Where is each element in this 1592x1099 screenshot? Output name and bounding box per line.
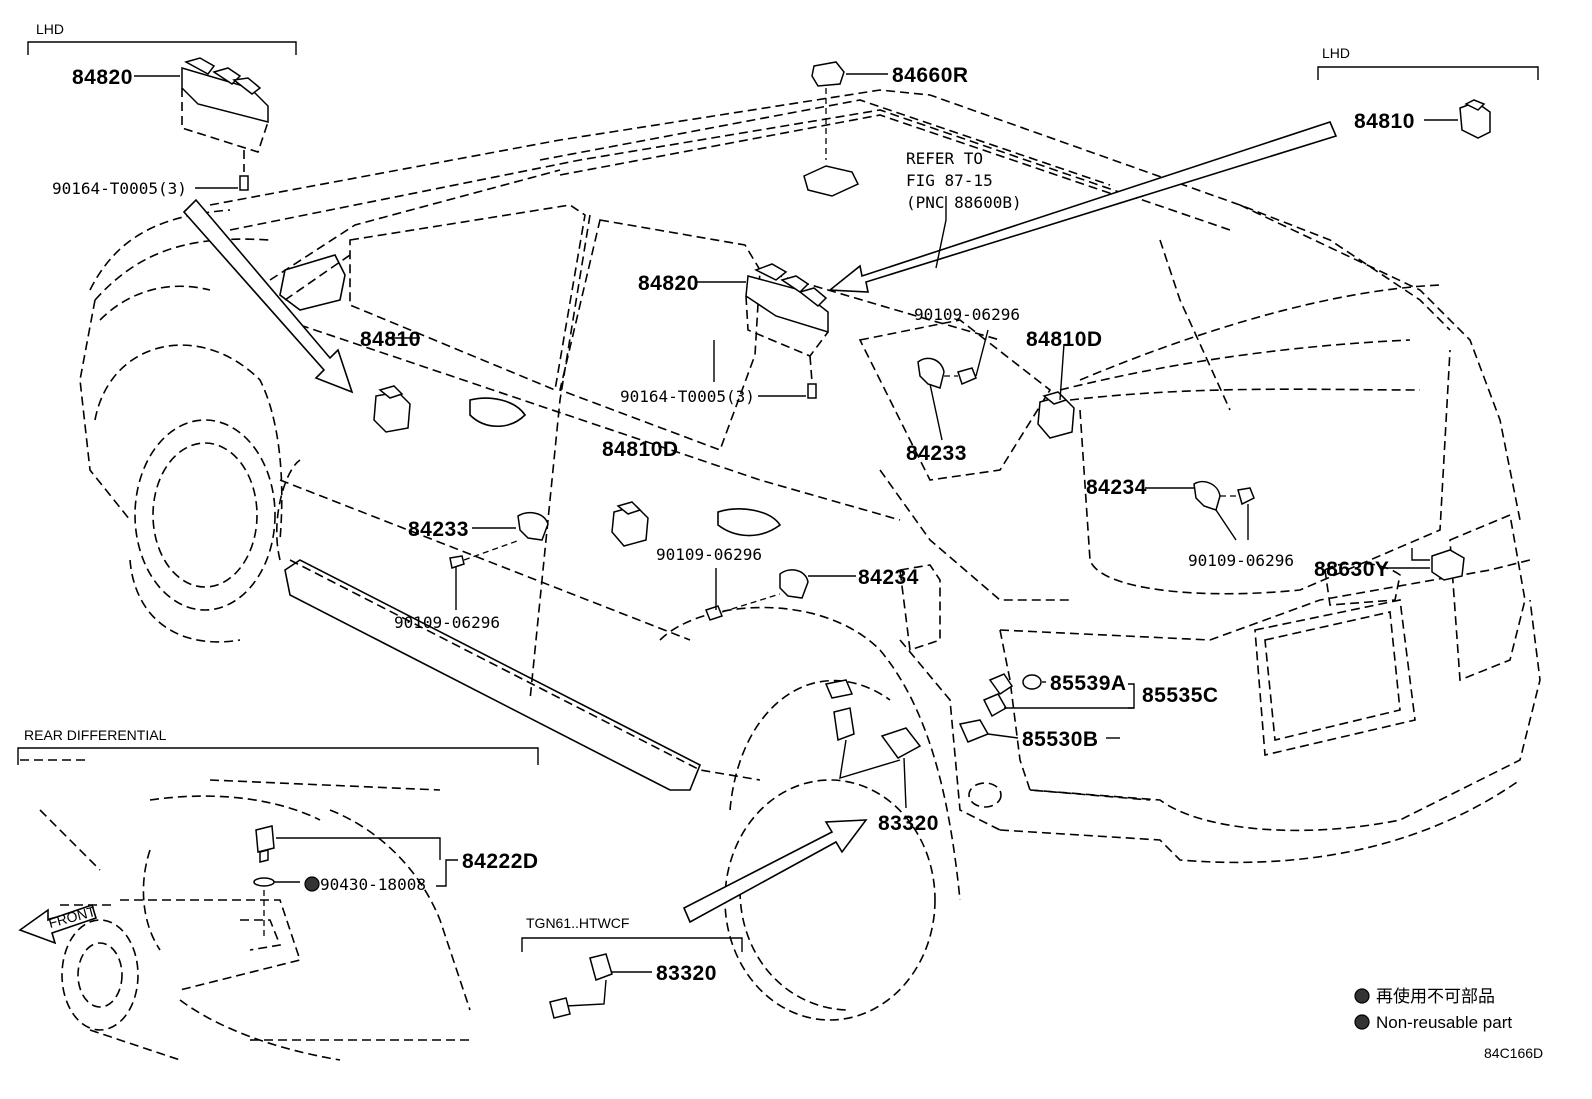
arrow-to-84810-left [182, 198, 354, 394]
label-88630y[interactable]: 88630Y [1314, 558, 1389, 581]
switch-84222d-icon[interactable] [253, 825, 275, 940]
vehicle-body [79, 89, 1541, 1021]
pointer-arrows [182, 121, 1338, 924]
legend-bullet-icon [1354, 988, 1370, 1004]
arrow-to-84820-mid [827, 121, 1338, 293]
arrow-to-83320 [682, 819, 868, 924]
sensor-88630y-icon[interactable] [1411, 548, 1465, 581]
label-84810-right[interactable]: 84810 [1354, 110, 1415, 133]
switch-84810d-right-icon[interactable] [1037, 391, 1075, 439]
label-84234-mid[interactable]: 84234 [858, 566, 919, 589]
part-labels: 84820 90164-T0005(3) 84660R 84810 REFER … [52, 64, 1415, 985]
label-85535c[interactable]: 85535C [1142, 684, 1219, 707]
master-switch-mid-icon[interactable] [745, 263, 829, 399]
sensor-84233-left-icon[interactable] [449, 511, 549, 569]
legend-en: Non-reusable part [1376, 1013, 1512, 1032]
label-90109-left[interactable]: 90109-06296 [394, 613, 500, 632]
master-switch-icon[interactable] [181, 57, 269, 191]
label-90164-top[interactable]: 90164-T0005(3) [52, 179, 187, 198]
label-84820-mid[interactable]: 84820 [638, 272, 699, 295]
switch-84810d-mid-icon[interactable] [611, 501, 649, 547]
label-84810d-right[interactable]: 84810D [1026, 328, 1103, 351]
label-84810-left[interactable]: 84810 [360, 328, 421, 351]
label-90109-a[interactable]: 90109-06296 [914, 305, 1020, 324]
refer-line-2: FIG 87-15 [906, 171, 993, 190]
label-84810d-mid[interactable]: 84810D [602, 438, 679, 461]
label-90164-mid[interactable]: 90164-T0005(3) [620, 387, 755, 406]
sensor-83320-tgn-icon[interactable] [549, 953, 613, 1019]
switch-84810-left-icon[interactable] [373, 385, 411, 433]
legend: 再使用不可部品 Non-reusable part 84C166D [1354, 986, 1543, 1061]
label-90109-right[interactable]: 90109-06296 [1188, 551, 1294, 570]
section-brackets: LHD LHD REAR DIFFERENTIAL TGN61..HTWCF [17, 21, 1539, 952]
label-84820-top[interactable]: 84820 [72, 66, 133, 89]
label-85530b[interactable]: 85530B [1022, 728, 1099, 751]
lhd-right-header: LHD [1322, 45, 1350, 61]
label-84660r[interactable]: 84660R [892, 64, 969, 87]
label-84233-right[interactable]: 84233 [906, 442, 967, 465]
label-83320-tgn[interactable]: 83320 [656, 962, 717, 985]
diagram-code: 84C166D [1484, 1045, 1543, 1061]
sensor-84234-mid-icon[interactable] [705, 569, 809, 621]
rear-differential-header: REAR DIFFERENTIAL [24, 727, 167, 743]
sensor-84233-right-icon[interactable] [917, 357, 977, 389]
label-84222d[interactable]: 84222D [462, 850, 539, 873]
refer-line-3: (PNC 88600B) [906, 193, 1022, 212]
switch-84810-right-icon[interactable] [1459, 99, 1491, 139]
label-84234-right[interactable]: 84234 [1086, 476, 1147, 499]
switch-85539a-icon[interactable] [982, 673, 1042, 718]
legend-bullet-icon [1354, 1014, 1370, 1030]
tgn61-header: TGN61..HTWCF [526, 915, 629, 931]
label-83320-main[interactable]: 83320 [878, 812, 939, 835]
switch-84660r-icon[interactable] [803, 61, 860, 197]
refer-line-1: REFER TO [906, 149, 983, 168]
sensor-83320-main-icon[interactable] [824, 679, 922, 779]
leader-lines [134, 73, 1458, 973]
non-reusable-marker-icon [304, 876, 320, 892]
rear-differential-inset: FRONT [18, 759, 471, 1061]
label-84233-left[interactable]: 84233 [408, 518, 469, 541]
front-arrow-icon [18, 903, 97, 945]
switch-85530b-icon[interactable] [958, 719, 990, 743]
legend-jp: 再使用不可部品 [1376, 986, 1495, 1006]
label-90430[interactable]: 90430-18008 [320, 875, 426, 894]
sensor-84234-right-icon[interactable] [1193, 480, 1255, 511]
label-90109-mid[interactable]: 90109-06296 [656, 545, 762, 564]
label-85539a[interactable]: 85539A [1050, 672, 1127, 695]
lhd-left-header: LHD [36, 21, 64, 37]
